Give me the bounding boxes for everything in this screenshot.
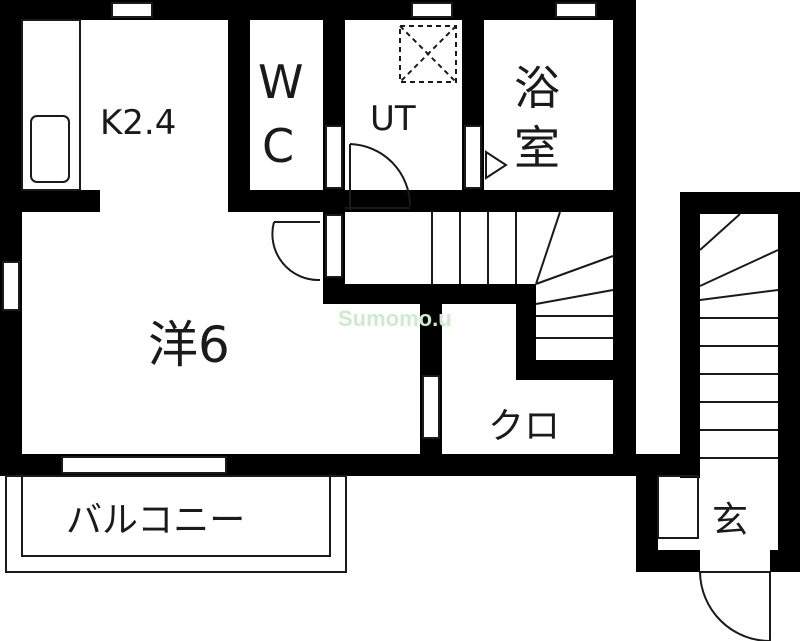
wc-label-c: C — [262, 119, 294, 173]
bath-label-top: 浴 — [514, 61, 560, 115]
western-room-label: 洋6 — [148, 316, 230, 374]
closet-label: クロ — [488, 406, 560, 447]
stairs-upper — [431, 211, 614, 339]
bath-door-marker — [485, 150, 508, 180]
balcony-label: バルコニー — [66, 500, 245, 541]
utility-label: UT — [370, 99, 416, 139]
stairs-lower — [699, 213, 779, 459]
kitchen-counter — [21, 19, 81, 191]
walls — [0, 0, 800, 572]
bath-label-bottom: 室 — [514, 121, 560, 175]
entrance-label: 玄 — [712, 500, 748, 541]
watermark: Sumomo.u — [338, 306, 452, 331]
washer-pan-icon — [399, 25, 457, 83]
windows — [2, 2, 597, 474]
doors — [271, 143, 771, 641]
wc-label-w: W — [258, 55, 303, 109]
balcony-outline — [5, 475, 347, 573]
kitchen-label: K2.4 — [100, 103, 176, 143]
